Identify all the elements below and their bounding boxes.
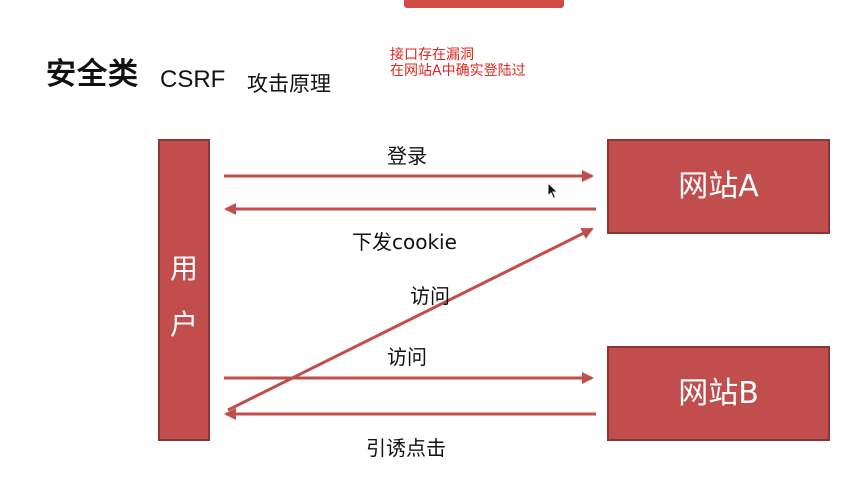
label-login: 登录 [387,144,427,168]
site-a-node: 网站A [607,139,830,234]
label-lure-click: 引诱点击 [366,436,446,460]
page-title: 安全类 [46,57,139,92]
pointer-cursor-icon [547,182,559,200]
arrow-visit-a [227,227,594,412]
topic-subtitle: 攻击原理 [247,72,331,96]
label-visit-a: 访问 [410,284,450,308]
cropped-title-bar [404,0,564,8]
label-cookie: 下发cookie [352,230,457,254]
topic-csrf: CSRF [160,66,226,93]
label-visit-b: 访问 [387,345,427,369]
user-node: 用 户 [158,139,210,441]
site-b-label: 网站B [678,376,759,411]
site-a-label: 网站A [678,169,759,204]
handwritten-annotation: 接口存在漏洞 在网站A中确实登陆过 [390,47,526,79]
user-label-char-1: 用 [169,252,198,285]
user-label-char-2: 户 [169,308,198,341]
annotation-line-1: 接口存在漏洞 [390,47,474,63]
annotation-line-2: 在网站A中确实登陆过 [390,63,526,79]
site-b-node: 网站B [607,346,830,441]
